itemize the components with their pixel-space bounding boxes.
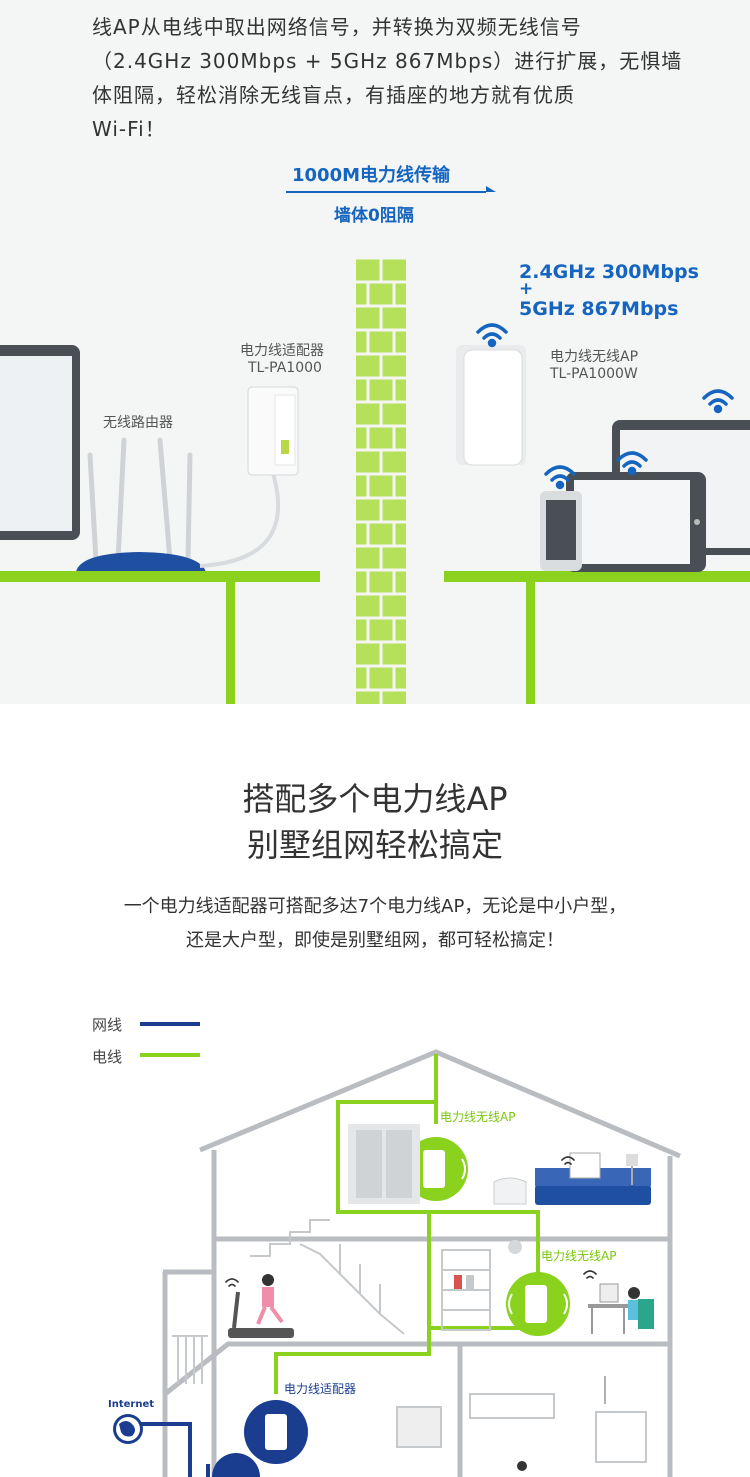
intro-line-3: 体阻隔，轻松消除无线盲点，有插座的地方就有优质	[92, 83, 575, 107]
tablet-device	[566, 472, 706, 572]
legend-net-label: 网线	[92, 1016, 123, 1034]
study-scene	[441, 1240, 654, 1334]
transfer-label: 1000M电力线传输	[292, 165, 451, 186]
adapter-name: 电力线适配器	[240, 343, 324, 359]
transfer-arrow-head	[486, 186, 496, 192]
adapter-device	[247, 386, 299, 476]
intro-line-2: （2.4GHz 300Mbps + 5GHz 867Mbps）进行扩展，无惧墙	[92, 49, 683, 73]
top-illustration	[0, 186, 750, 704]
intro-line-1: 线AP从电线中取出网络信号，并转换为双频无线信号	[92, 15, 582, 39]
house-adapter-label: 电力线适配器	[284, 1382, 357, 1396]
router-circle	[212, 1453, 260, 1477]
balcony-scene	[172, 1335, 208, 1384]
intro-paragraph: 线AP从电线中取出网络信号，并转换为双频无线信号 （2.4GHz 300Mbps…	[92, 0, 692, 146]
table-right-leg	[526, 582, 535, 704]
router-illustration	[76, 437, 206, 572]
ap-model: TL-PA1000W	[550, 366, 638, 382]
router-label: 无线路由器	[103, 415, 173, 431]
intro-line-4: Wi-Fi！	[92, 117, 166, 141]
table-left-top	[0, 571, 320, 582]
treadmill-scene	[228, 1274, 294, 1338]
ap-circle-2	[506, 1272, 570, 1336]
section-desc-2: 还是大户型，即使是别墅组网，都可轻松搞定！	[186, 930, 564, 951]
multi-ap-section: 搭配多个电力线AP 别墅组网轻松搞定 一个电力线适配器可搭配多达7个电力线AP，…	[0, 704, 750, 1477]
legend-power-label: 电线	[92, 1048, 123, 1066]
ground-floor-scene	[396, 1376, 647, 1471]
stairs-scene	[250, 1219, 405, 1335]
bedroom-scene	[348, 1124, 651, 1205]
top-diagram-section: 线AP从电线中取出网络信号，并转换为双频无线信号 （2.4GHz 300Mbps…	[0, 0, 750, 704]
bands-label-2: 5GHz 867Mbps	[519, 298, 679, 320]
bands-label-1: 2.4GHz 300Mbps	[519, 261, 699, 283]
bands-plus: +	[519, 279, 534, 299]
internet-label: Internet	[108, 1399, 155, 1410]
house-ap-label-1: 电力线无线AP	[440, 1110, 516, 1124]
section-title-1: 搭配多个电力线AP	[242, 780, 508, 818]
internet-globe-icon	[113, 1414, 143, 1444]
section-title-2: 别墅组网轻松搞定	[246, 826, 503, 864]
house-illustration	[113, 1022, 681, 1477]
brick-wall	[356, 256, 406, 704]
adapter-circle	[244, 1400, 308, 1464]
phone-device	[540, 491, 582, 571]
house-ap-label-2: 电力线无线AP	[541, 1249, 617, 1263]
wifi-icon	[476, 323, 734, 490]
house-outline	[162, 1049, 681, 1477]
net-lines	[130, 1422, 210, 1477]
section-desc-1: 一个电力线适配器可搭配多达7个电力线AP，无论是中小户型，	[123, 896, 627, 917]
ap-name: 电力线无线AP	[550, 349, 639, 365]
table-left-leg	[226, 582, 235, 704]
monitor-left	[0, 345, 80, 540]
ap-device	[456, 345, 526, 466]
adapter-model: TL-PA1000	[248, 360, 322, 376]
wifi-icon	[225, 1156, 597, 1287]
wall-label: 墙体0阻隔	[334, 206, 414, 226]
table-right-top	[444, 571, 750, 582]
